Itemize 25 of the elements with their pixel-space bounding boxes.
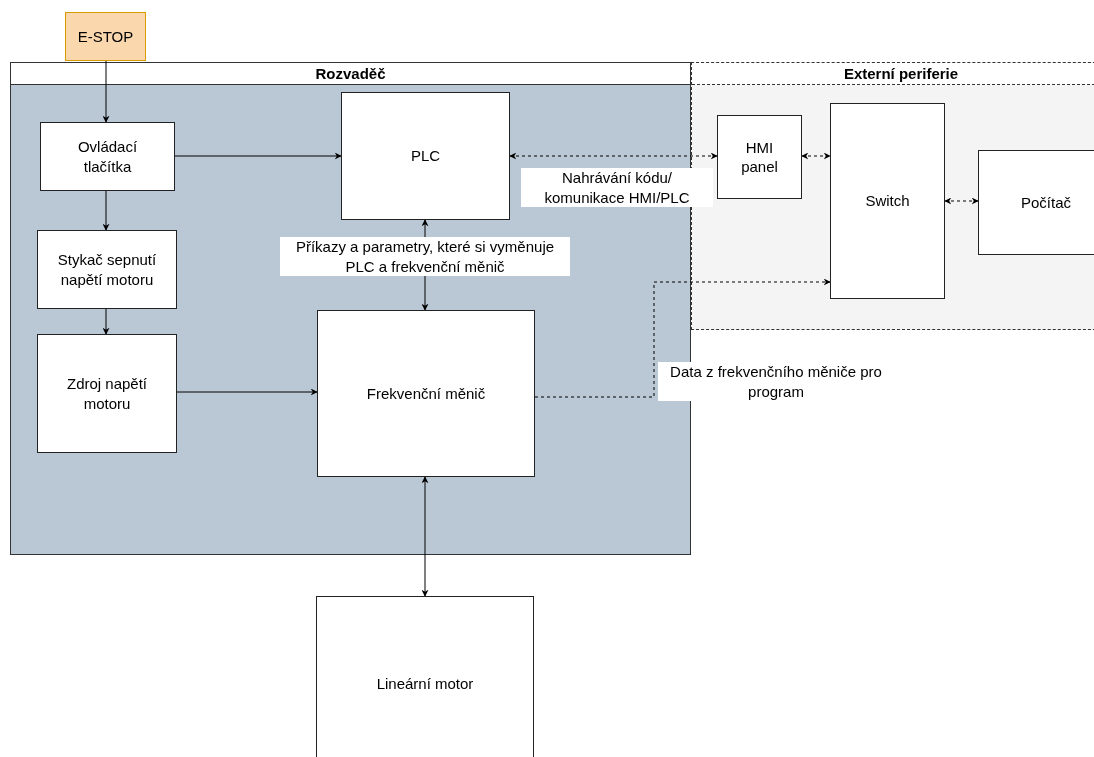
arrow — [421, 476, 429, 597]
process-box: HMI panel — [717, 115, 802, 199]
group-container — [691, 62, 1094, 330]
dashed-arrow — [534, 278, 831, 398]
process-box: Lineární motor — [316, 596, 534, 757]
group-title: Externí periferie — [843, 65, 959, 82]
arrow — [102, 190, 110, 231]
process-box: Switch — [830, 103, 945, 299]
process-box: PLC — [341, 92, 510, 220]
edge-label: Nahrávání kódu/ komunikace HMI/PLC — [521, 168, 713, 207]
dashed-arrow — [944, 197, 979, 205]
arrow — [102, 308, 110, 335]
process-box: Počítač — [978, 150, 1094, 255]
group-title: Rozvaděč — [315, 65, 386, 82]
process-box: Ovládací tlačítka — [40, 122, 175, 191]
arrow — [102, 60, 110, 123]
arrow — [176, 388, 318, 396]
dashed-arrow — [801, 152, 831, 160]
edge-label: Příkazy a parametry, které si vyměnuje PLC a frekvenční měnič — [280, 237, 570, 276]
stop-button-box: E-STOP — [65, 12, 146, 61]
process-box: Stykač sepnutí napětí motoru — [37, 230, 177, 309]
process-box: Frekvenční měnič — [317, 310, 535, 477]
arrow — [174, 152, 342, 160]
dashed-arrow — [509, 152, 718, 160]
process-box: Zdroj napětí motoru — [37, 334, 177, 453]
